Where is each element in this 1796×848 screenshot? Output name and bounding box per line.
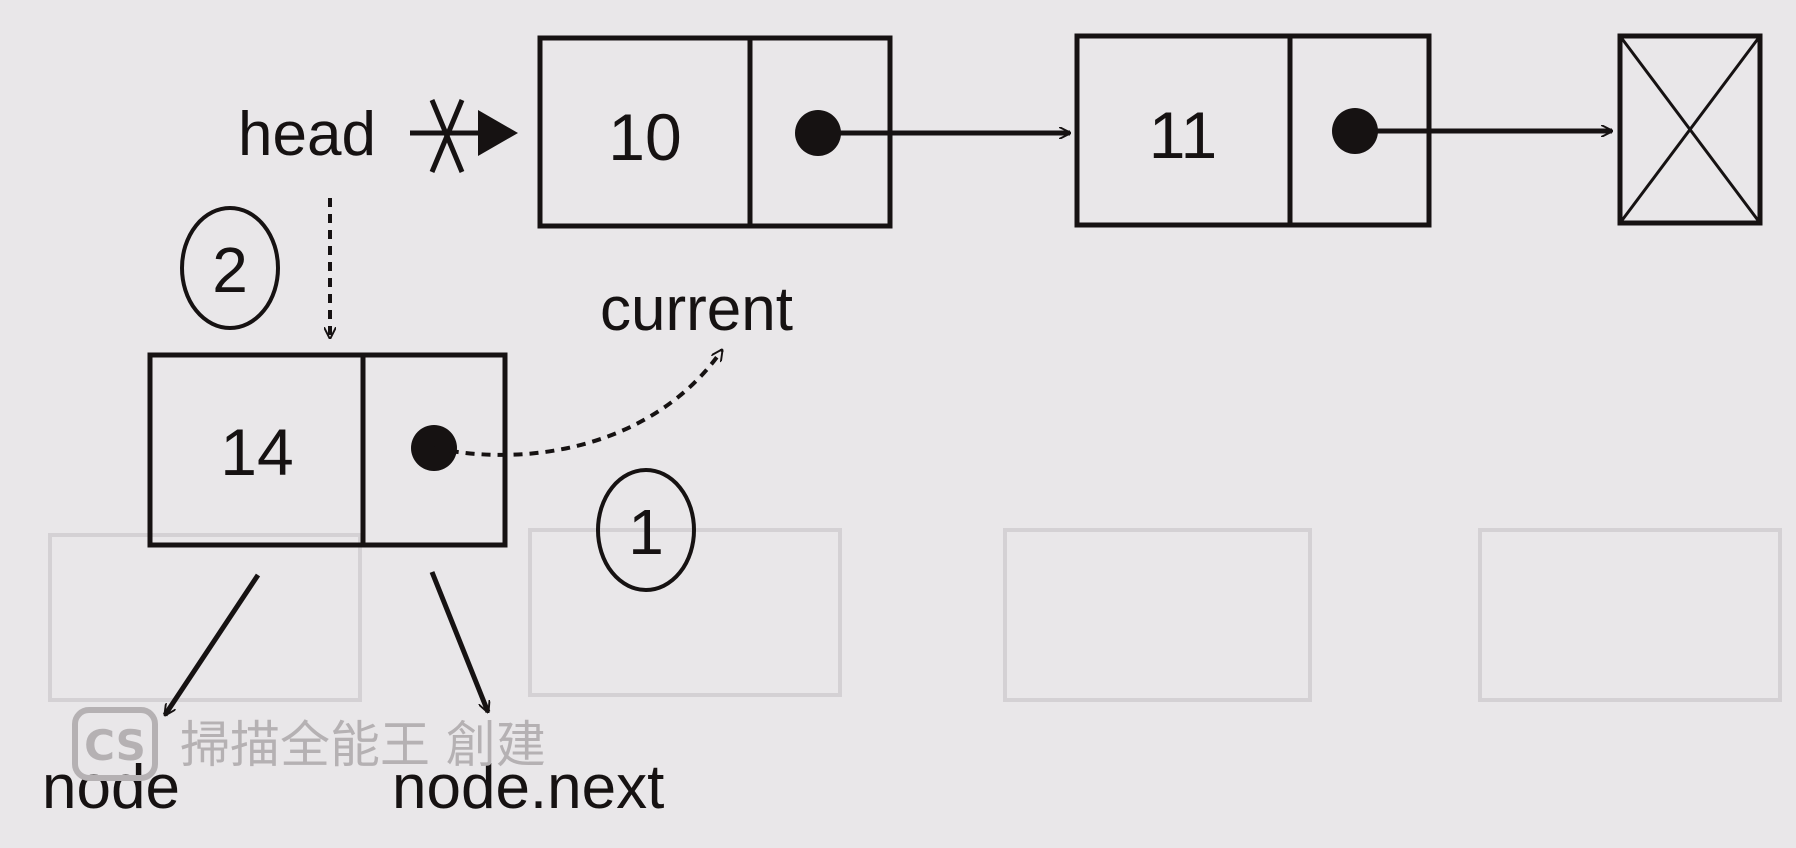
strike-icon [429, 99, 465, 173]
current-label: current [600, 275, 793, 344]
step-1-marker: 1 [596, 468, 696, 592]
step-number: 1 [628, 496, 664, 568]
head-arrow-head [478, 110, 518, 156]
node-next-to-current-dashed-arrow [433, 350, 722, 457]
step-2-marker: 2 [180, 206, 280, 330]
watermark-badge [72, 707, 158, 781]
step-number: 2 [212, 234, 248, 306]
node-value-11: 11 [1149, 98, 1218, 172]
head-pointer-crossed [410, 99, 518, 173]
null-cross [1618, 35, 1762, 224]
bleed-through-background [48, 528, 1782, 702]
node-next-label: node.next [392, 753, 664, 822]
arrow-to-node-next-label [429, 571, 488, 712]
node-box [147, 352, 508, 548]
arrow-to-node-label [162, 573, 261, 715]
watermark-text: 掃描全能王 創建 [180, 716, 546, 774]
step-circle [180, 206, 280, 330]
node-value-10: 10 [608, 100, 681, 174]
node-value-14: 14 [220, 415, 293, 489]
step-circle [596, 468, 696, 592]
null-terminator [1617, 33, 1763, 226]
watermark-badge-text: CS [84, 721, 146, 770]
null-box [1617, 33, 1763, 226]
camscanner-watermark: CS 掃描全能王 創建 [72, 707, 546, 781]
head-label: head [238, 100, 376, 169]
